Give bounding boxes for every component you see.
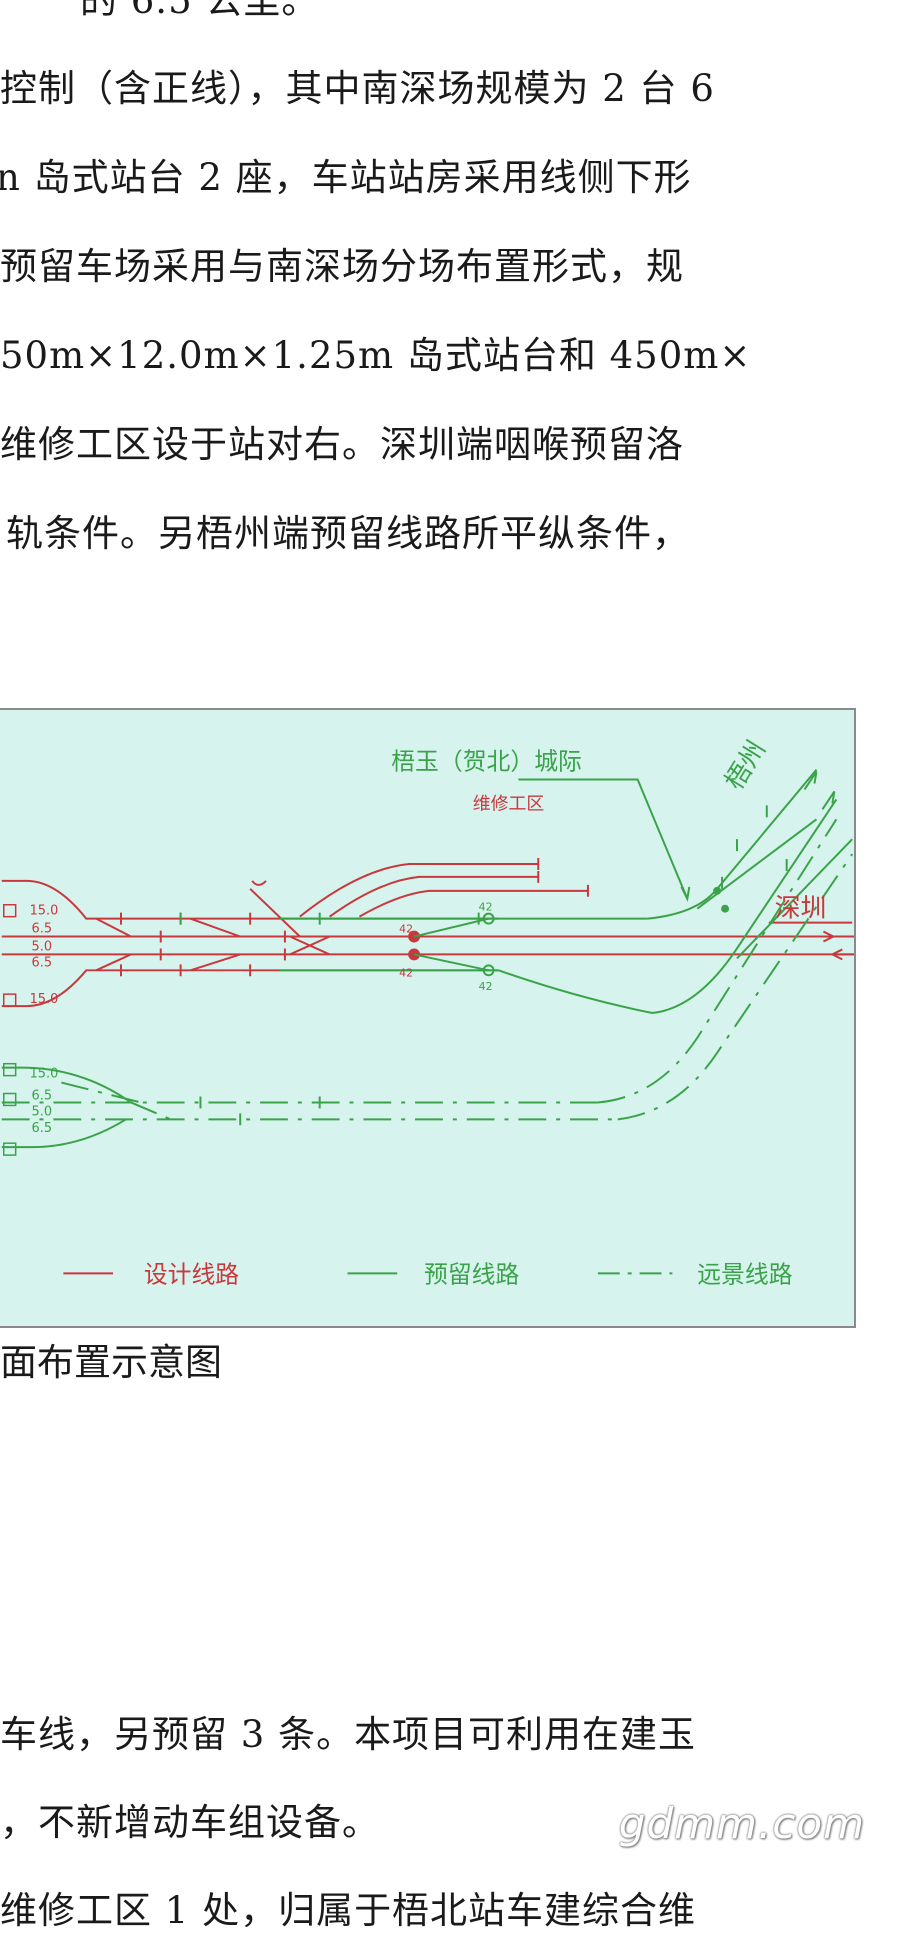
reserved-switch-point — [713, 886, 722, 895]
switch-number: 42 — [399, 923, 413, 936]
paragraph-line-2: n 岛式站台 2 座，车站站房采用线侧下形 — [0, 156, 692, 199]
switch-number: 42 — [479, 980, 493, 993]
shenzhen-arrow-in — [831, 948, 854, 961]
paragraph-line-bottom-0: 车线，另预留 3 条。本项目可利用在建玉 — [0, 1713, 697, 1756]
design-lines — [1, 858, 854, 1008]
spacing-label: 6.5 — [32, 1121, 53, 1136]
shenzhen-arrow-out — [811, 930, 834, 943]
reserved-switch-link — [413, 917, 489, 938]
paragraph-line-3: 预留车场采用与南深场分场布置形式，规 — [0, 245, 684, 288]
legend-reserved-label: 预留线路 — [424, 1260, 519, 1288]
future-track-2-curve — [617, 853, 854, 1121]
paragraph-line-4: 50m×12.0m×1.25m 岛式站台和 450m× — [0, 334, 752, 377]
wuzhou-arrow — [821, 790, 836, 810]
design-track-1 — [1, 879, 499, 920]
intercity-pointer-head — [680, 886, 691, 902]
future-crossover — [130, 1101, 172, 1121]
site-watermark: gdmm.com — [618, 1799, 865, 1848]
station-layout-diagram: 15.0 6.5 5.0 6.5 15.0 15.0 6.5 5.0 6.5 4… — [0, 708, 856, 1328]
insulating-joint-ticks — [119, 858, 589, 977]
wuzhou-return-line — [652, 798, 838, 1015]
reserved-lines — [1, 768, 853, 1149]
wuzhou-line-4 — [736, 838, 853, 960]
switch-number: 42 — [479, 901, 493, 914]
maintenance-siding-3 — [358, 889, 588, 918]
spacing-label: 6.5 — [32, 922, 53, 937]
paragraph-line-bottom-2: 维修工区 1 处，归属于梧北站车建综合维 — [0, 1889, 697, 1932]
reserved-track-2b — [498, 969, 653, 1015]
paragraph-line-bottom-1: ，不新增动车组设备。 — [0, 1801, 380, 1844]
future-lines — [1, 818, 854, 1121]
reserved-ticks — [179, 805, 788, 925]
bumper — [251, 880, 267, 886]
spacing-label: 6.5 — [32, 1088, 53, 1103]
platform-markers-design — [3, 903, 17, 1007]
track-spacing-labels: 15.0 6.5 5.0 6.5 15.0 15.0 6.5 5.0 6.5 — [30, 904, 59, 1137]
paragraph-line-1: 控制（含正线），其中南深场规模为 2 台 6 — [0, 67, 715, 110]
reserved-switch-link — [413, 953, 489, 972]
maintenance-siding-2 — [329, 875, 539, 918]
design-crossover — [95, 917, 132, 938]
spacing-label: 5.0 — [32, 939, 53, 954]
switch-numbers: 42 42 42 42 — [399, 901, 492, 993]
maintenance-siding-1 — [299, 863, 539, 918]
switch-number: 42 — [399, 966, 413, 979]
future-branch — [61, 1081, 142, 1104]
design-crossover — [289, 935, 331, 956]
platform-markers-reserved — [3, 1062, 17, 1156]
spacing-label: 15.0 — [30, 904, 59, 919]
design-crossover — [190, 917, 241, 938]
reserved-switch-point — [482, 912, 495, 925]
wuzhou-label: 梧州 — [719, 735, 772, 795]
legend: 设计线路 预留线路 远景线路 — [63, 1260, 793, 1288]
intercity-pointer — [518, 778, 689, 900]
future-track-1-curve — [597, 818, 838, 1104]
reserved-yard-track — [1, 1118, 127, 1149]
spacing-label: 15.0 — [30, 992, 59, 1007]
reserved-yard-track — [1, 1066, 132, 1104]
maintenance-area-label: 维修工区 — [473, 793, 545, 814]
design-track-4 — [1, 969, 499, 1008]
paragraph-line-0: 的 6.5 公里。 — [80, 0, 320, 22]
wuzhou-arrow — [803, 771, 818, 791]
legend-future-label: 远景线路 — [697, 1260, 792, 1288]
shenzhen-label: 深圳 — [775, 894, 827, 924]
spacing-label: 5.0 — [32, 1104, 53, 1119]
figure-caption: 面布置示意图 — [0, 1341, 222, 1384]
future-ticks — [199, 1096, 321, 1126]
station-layout-svg: 15.0 6.5 5.0 6.5 15.0 15.0 6.5 5.0 6.5 4… — [1, 735, 854, 1288]
legend-design-label: 设计线路 — [144, 1260, 239, 1288]
design-crossover — [190, 953, 241, 972]
reserved-switch-point — [721, 904, 730, 913]
design-crossover — [249, 888, 301, 938]
design-crossover — [95, 953, 132, 972]
paragraph-line-6: 轨条件。另梧州端预留线路所平纵条件， — [6, 512, 690, 555]
spacing-label: 6.5 — [32, 955, 53, 970]
paragraph-line-5: 维修工区设于站对右。深圳端咽喉预留洛 — [0, 423, 684, 466]
design-switch-point — [408, 930, 421, 943]
wuyu-intercity-label: 梧玉（贺北）城际 — [391, 748, 582, 776]
spacing-label: 15.0 — [30, 1067, 59, 1082]
reserved-switch-point — [482, 964, 495, 977]
